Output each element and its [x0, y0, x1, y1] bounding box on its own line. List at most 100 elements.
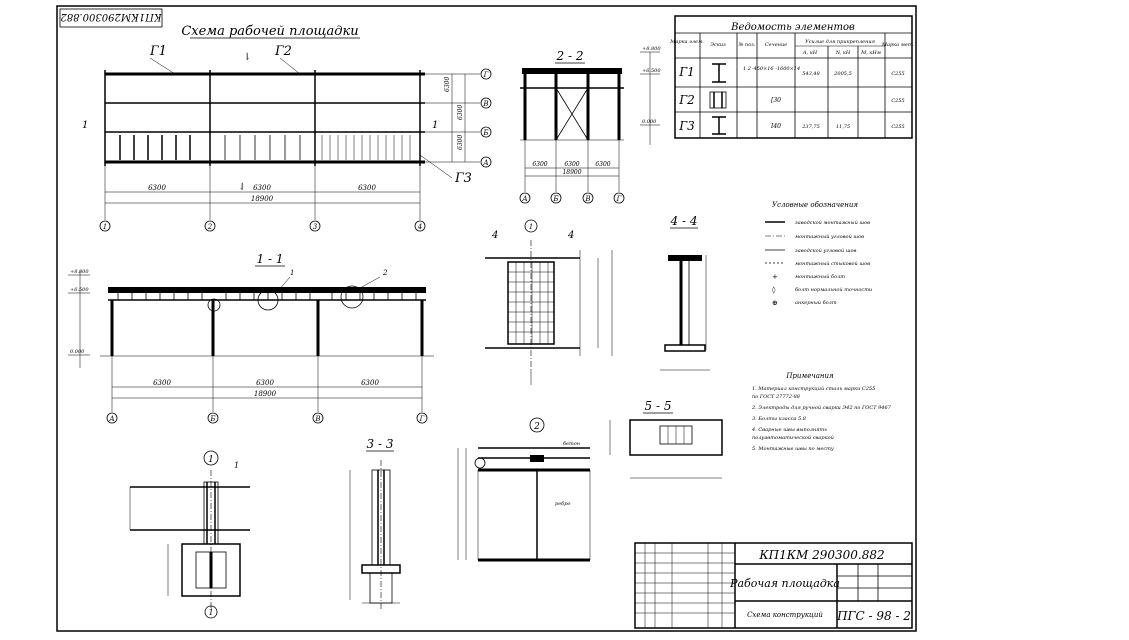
sheet-title: Схема конструкций: [747, 611, 823, 619]
svg-text:заводской угловой шов: заводской угловой шов: [795, 248, 857, 254]
svg-text:6300: 6300: [148, 184, 166, 192]
section-2-2-title: 2 - 2: [556, 49, 584, 63]
plan-scheme: Схема рабочей площадки Г1 Г2: [82, 24, 492, 232]
svg-text:монтажный угловой шов: монтажный угловой шов: [795, 234, 864, 240]
table-title: Ведомость элементов: [730, 22, 855, 33]
svg-text:ребро: ребро: [555, 500, 570, 507]
sheet-frame: [56, 5, 917, 632]
svg-text:6300: 6300: [457, 105, 464, 120]
svg-text:4: 4: [491, 230, 498, 241]
row-g3-mark: Г3: [678, 119, 695, 133]
section-mark-bottom: ⇃: [238, 182, 246, 193]
section-mark-left: 1: [82, 120, 88, 131]
svg-text:2005,5: 2005,5: [833, 71, 852, 77]
svg-text:4: 4: [417, 223, 422, 231]
svg-text:А: А: [482, 159, 488, 167]
svg-text:2: 2: [207, 223, 213, 231]
svg-text:Г: Г: [419, 415, 425, 423]
mesh-grid: [508, 262, 554, 344]
svg-text:6300: 6300: [444, 77, 451, 92]
svg-text:1: 1: [208, 455, 214, 465]
svg-text:В: В: [584, 195, 590, 203]
svg-text:болт нормальной точности: болт нормальной точности: [795, 286, 872, 293]
svg-text:1: 1: [103, 223, 107, 231]
svg-text:0.000: 0.000: [70, 349, 85, 355]
svg-text:-450×16 -1600×14: -450×16 -1600×14: [752, 66, 800, 72]
svg-text:заводской монтажный шов: заводской монтажный шов: [795, 220, 870, 226]
svg-text:4. Сварные швы выполнять: 4. Сварные швы выполнять: [751, 427, 827, 433]
svg-text:6300: 6300: [532, 161, 547, 168]
svg-text:С255: С255: [891, 124, 904, 130]
section-4-4: 4 - 4: [660, 214, 710, 371]
svg-text:полуавтоматической сваркой: полуавтоматической сваркой: [752, 435, 834, 441]
stamp-code: КП1КМ290300.882: [60, 11, 162, 22]
svg-text:543,48: 543,48: [802, 71, 820, 77]
node-2: 2 бетон ребро: [457, 417, 591, 562]
svg-text:Сечение: Сечение: [765, 42, 787, 48]
anchor-bolt-icon: ⊕: [772, 299, 778, 307]
svg-text:5. Монтажные швы по месту: 5. Монтажные швы по месту: [752, 446, 834, 452]
svg-text:монтажный болт: монтажный болт: [795, 273, 845, 280]
node-1: 1 1 1: [129, 450, 250, 619]
bolt-normal-icon: ◊: [772, 286, 776, 294]
legend: Условные обозначения заводской монтажный…: [765, 201, 872, 307]
sketch-g1-icon: [712, 63, 726, 83]
svg-text:18900: 18900: [562, 169, 581, 176]
label-g3: Г3: [454, 171, 472, 186]
svg-text:Эскиз: Эскиз: [710, 42, 726, 48]
svg-text:6300: 6300: [457, 135, 464, 150]
title-block: КП1КМ 290300.882 Рабочая площадка Схема …: [634, 542, 913, 629]
svg-text:2: 2: [533, 422, 540, 432]
svg-text:[30: [30: [771, 97, 781, 104]
svg-text:С255: С255: [891, 71, 904, 77]
legend-title: Условные обозначения: [772, 201, 858, 209]
svg-text:Б: Б: [552, 195, 558, 203]
svg-text:6300: 6300: [564, 161, 579, 168]
section-1-1: 1 - 1 1 2 +8.800 +6.500 0.000: [68, 252, 434, 424]
section-5-5: 5 - 5: [609, 399, 723, 479]
svg-text:Марка элем.: Марка элем.: [669, 39, 704, 45]
group-code: ПГС - 98 - 2: [836, 609, 911, 623]
svg-text:18900: 18900: [254, 390, 277, 398]
section-4-4-title: 4 - 4: [670, 214, 698, 228]
svg-text:монтажный стыковой шов: монтажный стыковой шов: [795, 261, 870, 267]
svg-text:1. Материал конструкций сталь: 1. Материал конструкций сталь марки С255: [752, 386, 875, 392]
svg-text:1: 1: [290, 269, 294, 277]
svg-text:А: А: [108, 415, 114, 423]
sketch-g2-icon: [709, 91, 727, 109]
svg-text:2. Электроды для ручной сварки: 2. Электроды для ручной сварки Э42 по ГО…: [751, 405, 892, 411]
svg-text:№ поз.: № поз.: [738, 42, 756, 48]
svg-text:Г: Г: [616, 195, 622, 203]
section-1-1-title: 1 - 1: [257, 252, 284, 266]
section-mark-top: ⇂: [243, 52, 251, 63]
deck-ribs: [117, 293, 417, 300]
title-name: Рабочая площадка: [729, 577, 840, 590]
svg-text:1 2: 1 2: [743, 66, 751, 72]
svg-text:6300: 6300: [595, 161, 610, 168]
svg-text:2: 2: [382, 269, 388, 277]
notes-title: Примечания: [785, 372, 834, 380]
svg-text:анкерный болт: анкерный болт: [795, 299, 837, 306]
label-g2: Г2: [274, 44, 292, 59]
row-g1-mark: Г1: [678, 65, 695, 79]
svg-text:Б: Б: [209, 415, 215, 423]
svg-text:Г: Г: [483, 71, 489, 79]
svg-text:Марка мет.: Марка мет.: [881, 42, 915, 48]
section-5-5-title: 5 - 5: [645, 399, 672, 413]
title-code: КП1КМ 290300.882: [758, 548, 884, 562]
svg-text:1: 1: [208, 608, 213, 617]
svg-text:6300: 6300: [358, 184, 376, 192]
title-block-grid: [635, 543, 735, 628]
notes: Примечания 1. Материал конструкций сталь…: [751, 372, 892, 452]
view-4-detail: 4 4 1: [485, 219, 613, 385]
svg-text:1: 1: [234, 461, 239, 470]
svg-text:В: В: [314, 415, 320, 423]
bolt-icon: +: [772, 273, 778, 281]
svg-text:4: 4: [567, 230, 574, 241]
top-left-stamp: КП1КМ290300.882: [59, 8, 163, 28]
svg-text:0.000: 0.000: [642, 119, 657, 125]
elements-table: Ведомость элементов Марка элем. Эскиз № …: [669, 15, 915, 139]
svg-text:3. Болты класса 5.8: 3. Болты класса 5.8: [752, 416, 806, 422]
svg-text:1: 1: [529, 223, 533, 231]
